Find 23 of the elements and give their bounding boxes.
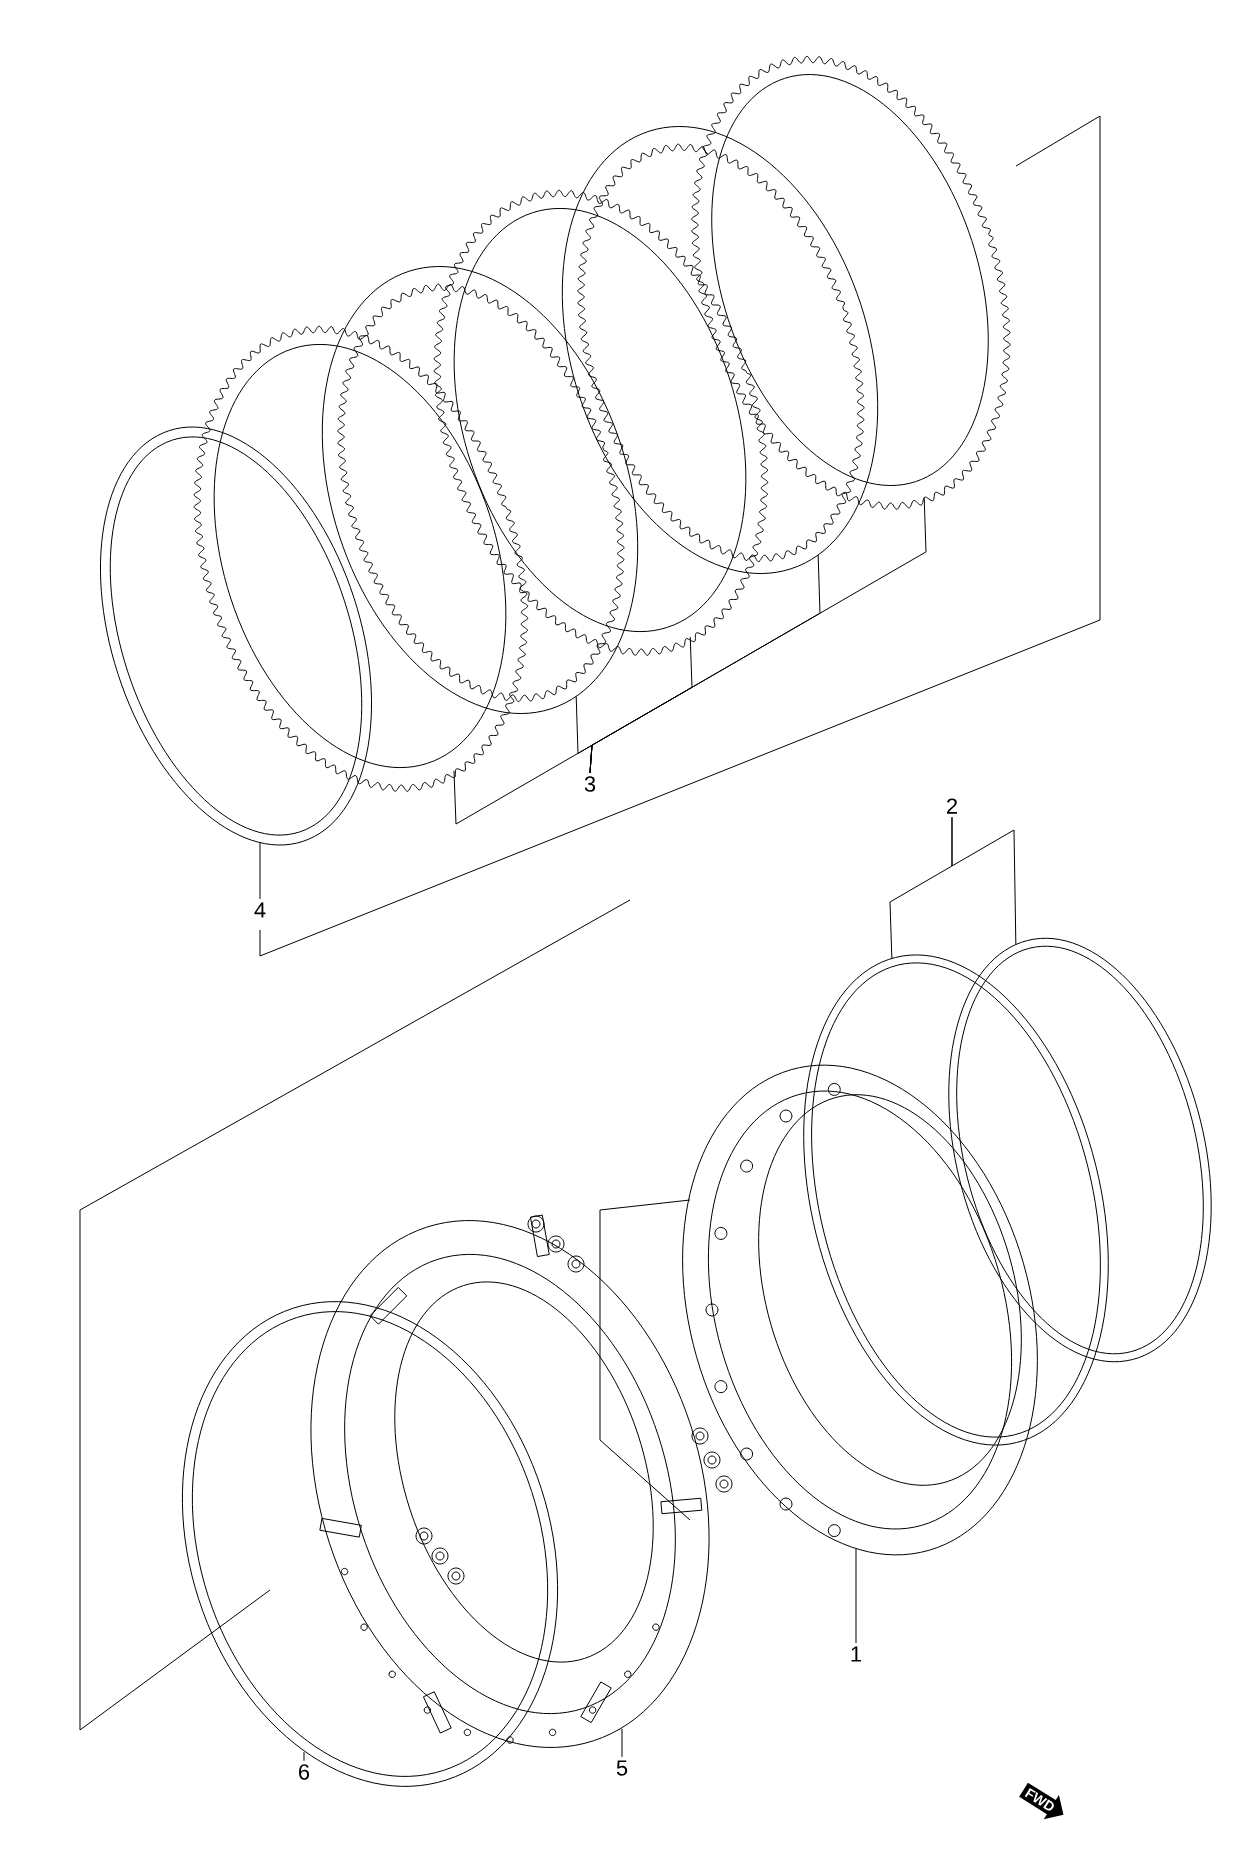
- snap-ring-drawing: [100, 426, 372, 846]
- leader-line: [951, 816, 1017, 946]
- seal-ring-drawing: [803, 954, 1109, 1446]
- seal-ring-drawing: [948, 937, 1212, 1363]
- clutch-plate-drawing: [193, 325, 529, 792]
- callout-number: 1: [846, 1643, 866, 1665]
- callout-number: 6: [294, 1761, 314, 1783]
- callout-number: 5: [612, 1757, 632, 1779]
- callout-number: 4: [250, 899, 270, 921]
- piston-drawing: [599, 1065, 1038, 1555]
- leader-line: [621, 1728, 623, 1758]
- leader-line: [259, 842, 261, 900]
- snap-ring-drawing: [181, 1301, 559, 1787]
- leader-line: [589, 497, 927, 774]
- clutch-plate-drawing: [322, 266, 638, 714]
- callout-number: 2: [942, 795, 962, 817]
- clutch-plate-drawing: [562, 126, 878, 574]
- callout-number: 3: [580, 773, 600, 795]
- clutch-plate-drawing: [691, 55, 1011, 510]
- piston-plate-drawing: [310, 1214, 710, 1748]
- clutch-plate-drawing: [433, 189, 769, 656]
- leader-line: [855, 1548, 857, 1644]
- leader-line: [303, 1751, 305, 1762]
